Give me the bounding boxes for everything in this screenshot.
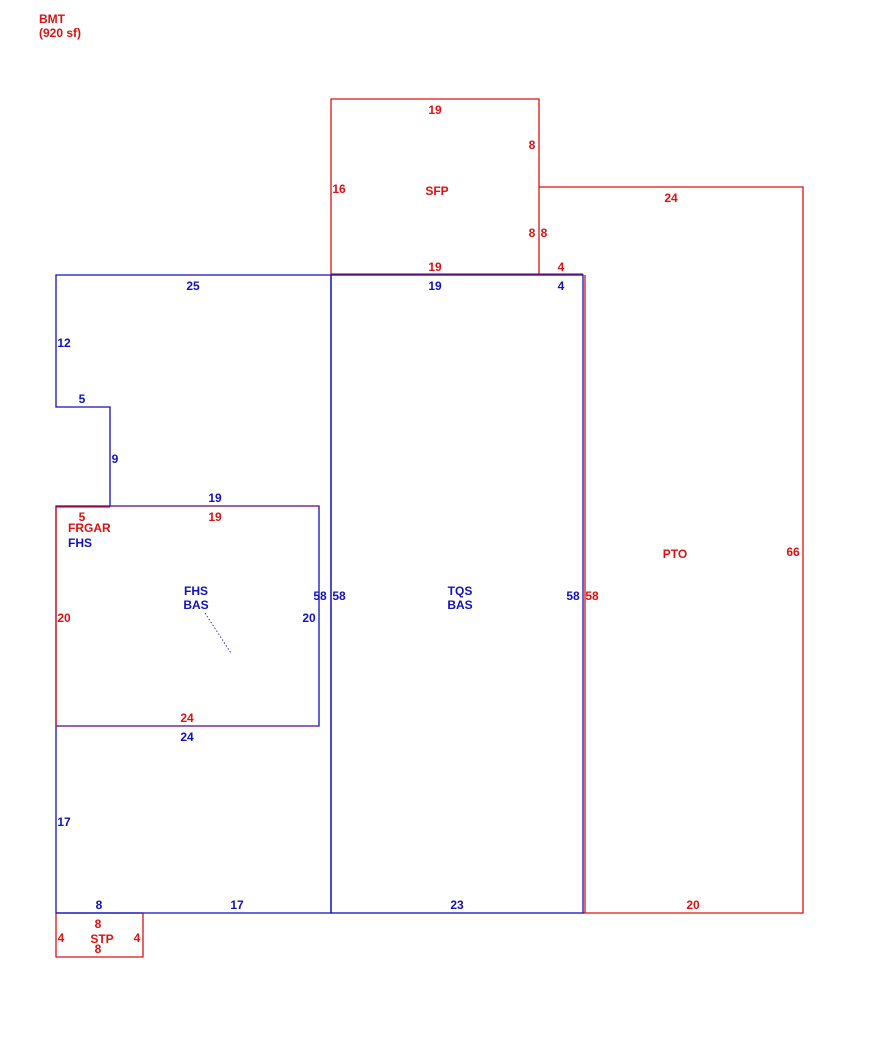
dim-frgar-notch: 5 [79,510,86,524]
dim-stp-top: 8 [95,917,102,931]
dim-sfp-top: 19 [428,103,442,117]
tqs-bas-outline [330,274,584,914]
area-label-fhs-main: FHS [184,584,208,598]
dim-bas-bottom: 17 [230,898,244,912]
pto-outline [539,186,804,914]
dim-pto-right: 66 [786,545,800,559]
dim-pto-bottom: 20 [686,898,700,912]
title-code: BMT [39,12,66,26]
dim-fhs-bottom: 24 [180,730,194,744]
dim-stp-left: 4 [58,931,65,945]
dim-stp-bottom: 8 [95,942,102,956]
area-label-fhs-upper: FHS [68,536,92,550]
area-label-pto: PTO [663,547,687,561]
dim-stp-right: 4 [134,931,141,945]
area-label-tqs: TQS [448,584,473,598]
dim-tqs-left: 58 [332,589,346,603]
dim-pto-step: 4 [558,260,565,274]
dim-sfp-left: 16 [332,182,346,196]
dim-bas-bottom-short: 8 [96,898,103,912]
label-leader-line [204,612,232,654]
title-area: (920 sf) [39,26,81,40]
dim-bas-left-top: 25 [186,279,200,293]
frgar-outline [55,506,110,726]
dim-left-notch: 5 [79,392,86,406]
dim-pto-left: 58 [585,589,599,603]
dim-frgar-top: 19 [208,510,222,524]
area-label-bas-right: BAS [447,598,472,612]
fhs-outline [56,505,320,727]
dim-tqs-step: 4 [558,279,565,293]
area-label-frgar: FRGAR [68,521,111,535]
dim-tqs-top: 19 [428,279,442,293]
dim-frgar-right: 20 [302,611,316,625]
dim-notch-vertical: 9 [112,452,119,466]
dim-pto-top: 24 [664,191,678,205]
area-label-sfp: SFP [425,184,448,198]
stp-outline [55,913,144,958]
dim-left-lower: 17 [57,815,71,829]
dim-fhs-inner-right: 58 [313,589,327,603]
dim-frgar-bottom: 24 [180,711,194,725]
dim-sfp-right-lower: 8 [529,226,536,240]
dim-pto-inner-left: 8 [541,226,548,240]
area-label-stp: STP [90,932,113,946]
dim-tqs-right: 58 [566,589,580,603]
area-label-bas-left: BAS [183,598,208,612]
dim-fhs-top: 19 [208,491,222,505]
dim-frgar-left: 20 [57,611,71,625]
dim-tqs-bottom: 23 [450,898,464,912]
dim-sfp-right-upper: 8 [529,138,536,152]
dim-sfp-bottom: 19 [428,260,442,274]
dim-left-upper: 12 [57,336,71,350]
